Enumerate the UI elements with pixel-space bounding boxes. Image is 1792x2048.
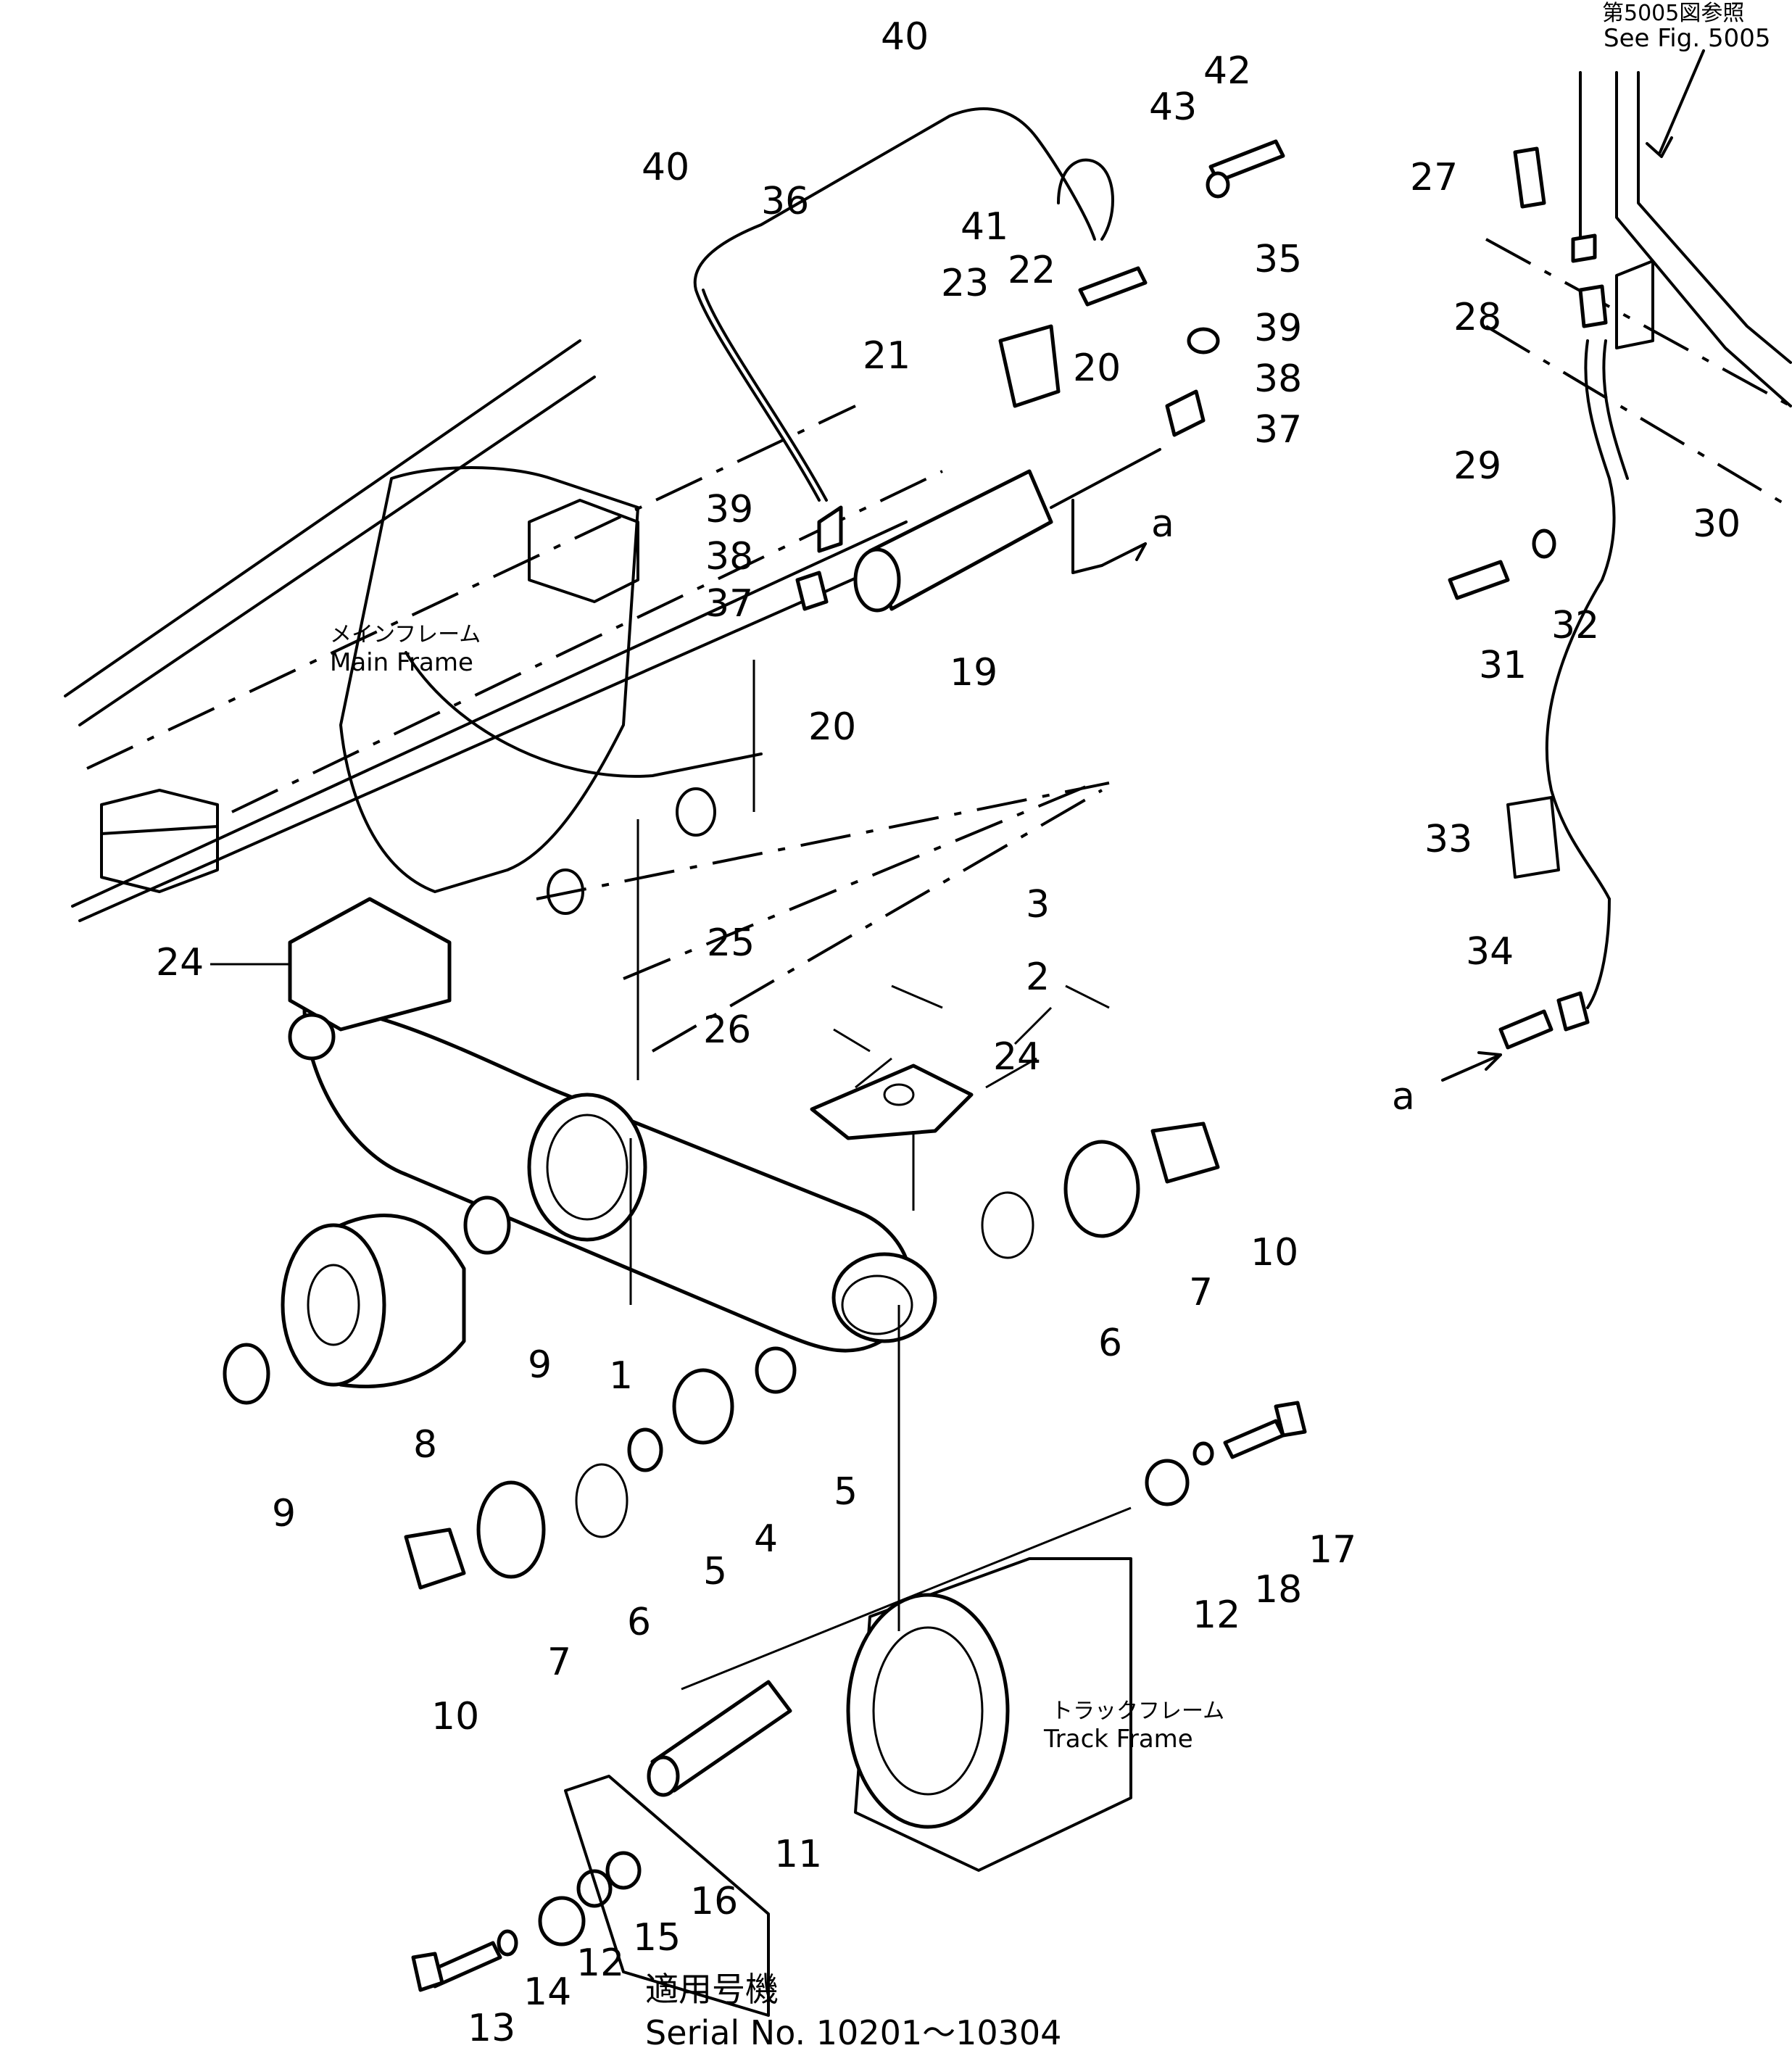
callout: 6 [627,1601,651,1644]
main-frame-label-en: Main Frame [330,648,473,677]
callout: 35 [1254,238,1302,281]
callout: 7 [1189,1271,1213,1314]
pipe-upper [693,107,1096,502]
serial-label-en: Serial No. 10201～10304 [645,2013,1061,2048]
callout: 6 [1098,1322,1122,1365]
callout: 37 [705,582,753,626]
callout: 29 [1453,444,1501,488]
callout: 28 [1453,296,1501,339]
serial-label-jp: 適用号機 [645,1970,779,2009]
callout: 22 [1008,249,1055,292]
callout: 10 [1250,1231,1298,1274]
callout: 15 [633,1916,681,1960]
callout: 31 [1479,644,1527,687]
callout: 25 [707,921,755,965]
callout: 21 [863,334,910,378]
right-detail [1448,71,1792,1050]
callout: 39 [705,488,753,531]
equalizer-bar [288,897,937,1353]
callout: 42 [1203,49,1251,93]
view-a-right: a [1392,1075,1415,1119]
cylinder-19 [853,469,1053,613]
callout: 32 [1551,604,1599,647]
callout: 5 [703,1550,727,1593]
callout: 16 [690,1880,738,1923]
callout: 7 [547,1641,571,1684]
callout: 10 [431,1695,479,1738]
callout: 11 [774,1833,822,1876]
track-frame-label-en: Track Frame [1043,1725,1193,1754]
callout: 34 [1466,930,1514,974]
bearing-7-right [1063,1140,1140,1238]
callout: 41 [961,205,1008,249]
nut-9-bottom [223,1343,270,1405]
callout: 19 [950,651,997,695]
callout: 36 [761,180,809,223]
callout: 37 [1254,408,1302,452]
cartridge-8 [281,1214,466,1388]
leader-lines [210,660,1132,1691]
callout: 12 [576,1941,624,1985]
callout: 20 [808,705,856,749]
callout: 43 [1149,86,1197,129]
callout: 9 [528,1343,552,1387]
track-frame-label-jp: トラックフレーム [1051,1699,1224,1724]
callout: 9 [272,1492,296,1535]
callout: 13 [468,2007,515,2048]
view-a-top: a [1151,502,1174,546]
callout: 30 [1693,502,1741,546]
callout: 8 [413,1423,437,1467]
mount-plate-right [810,1064,974,1140]
callout: 33 [1424,818,1472,861]
see-fig-label-en: See Fig. 5005 [1604,24,1770,53]
callout: 24 [156,941,204,984]
nut-9-top [463,1195,511,1255]
callout: 4 [754,1517,778,1561]
callout: 20 [1073,347,1121,390]
callout: 38 [705,535,753,579]
callout: 26 [703,1008,751,1052]
callout: 5 [834,1470,858,1514]
callout: 17 [1308,1528,1356,1572]
callout: 40 [881,15,929,59]
callout: 18 [1254,1568,1302,1612]
callout-numbers: 1 2 3 4 5 5 6 6 7 7 8 9 9 10 10 11 12 12… [156,15,1741,2048]
bearing-7-left [476,1480,546,1579]
pin [647,1680,792,1797]
callout: 40 [642,146,689,189]
callout: 3 [1026,883,1050,926]
callout: 38 [1254,357,1302,401]
callout: 24 [993,1035,1041,1079]
main-frame-label-jp: メインフレーム [330,622,481,647]
callout: 39 [1254,307,1302,350]
callout: 14 [523,1970,571,2014]
callout: 2 [1026,955,1050,999]
main-frame-outline [64,339,1110,1053]
see-fig-label-jp: 第5005図参照 [1602,1,1744,26]
seal-4 [672,1368,734,1445]
callout: 27 [1410,156,1458,199]
callout: 23 [941,262,989,305]
callout: 12 [1192,1593,1240,1637]
callout: 1 [609,1354,633,1398]
track-frame-outline [846,1557,1132,1872]
